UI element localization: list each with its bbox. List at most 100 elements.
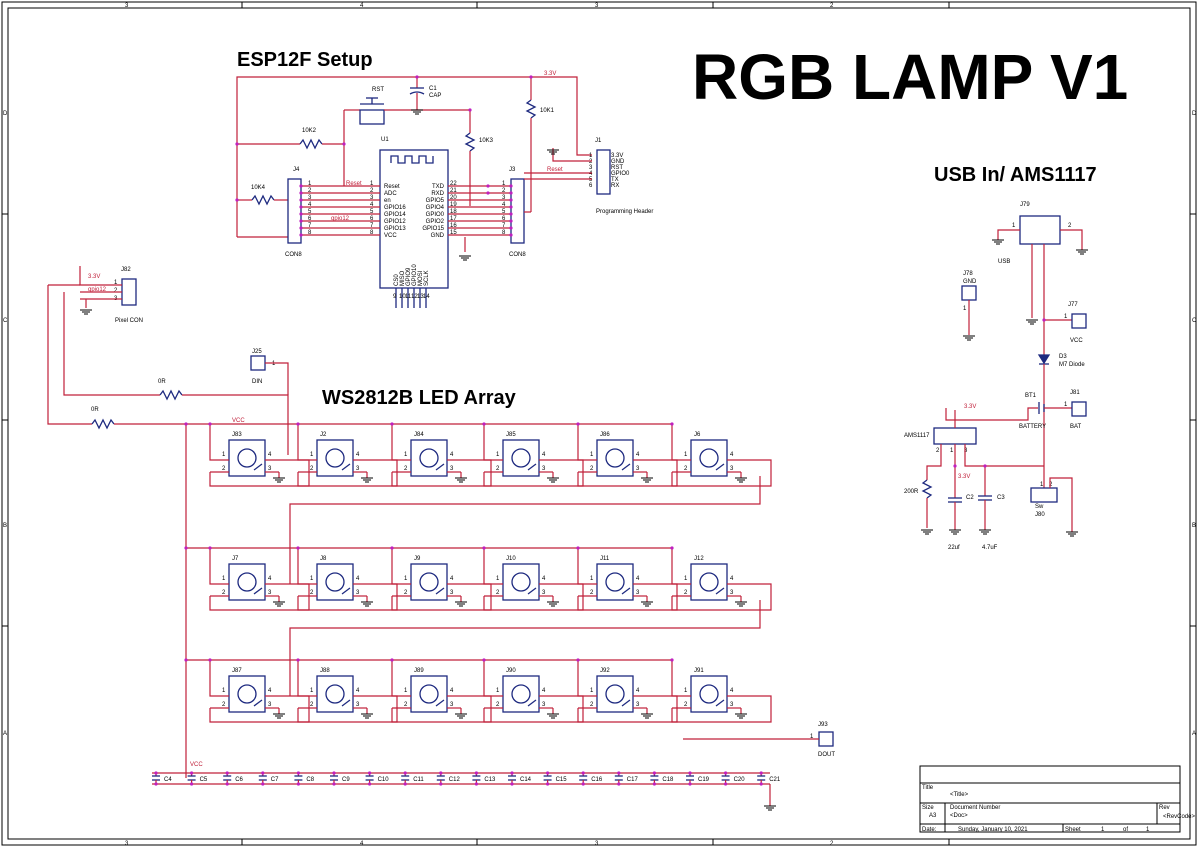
led-pin3-J2: 3 [356, 466, 360, 472]
cap-label-C19: C19 [698, 777, 710, 783]
led-arrow-J84 [435, 463, 445, 471]
led-gnd-J10 [547, 601, 559, 607]
led-pin2-J89: 2 [404, 702, 408, 708]
u1-bottom-pin-num-2: 11 [405, 294, 412, 300]
led-vcc-junction-J87 [208, 658, 212, 662]
led-gnd-J11 [641, 601, 653, 607]
j3-pin-num-0: 1 [502, 181, 506, 187]
led-pin4-J7: 4 [268, 576, 272, 582]
tb-date-label: Date: [922, 827, 937, 833]
cap-junction-bot-C14 [510, 782, 514, 786]
cap-label-C15: C15 [556, 777, 568, 783]
u1-bottom-pin-num-0: 9 [393, 294, 397, 300]
led-pin3-J11: 3 [636, 590, 640, 596]
tb-of-label: of [1123, 827, 1128, 833]
j4-junction-0 [299, 184, 303, 188]
tb-docnum-value: <Doc> [950, 813, 968, 819]
gnd-200r [921, 529, 933, 535]
u1-right-pin-name-0: TXD [432, 184, 445, 190]
led-vin-J88 [297, 660, 317, 697]
cap-C17: C17 [614, 771, 638, 786]
u1-left-pin-num-6: 7 [370, 223, 374, 229]
u1-right-pin-name-1: RXD [431, 191, 444, 197]
cap-junction-bot-C4 [154, 782, 158, 786]
net-3v3-ams: 3.3V [964, 404, 976, 410]
cap-C7: C7 [258, 771, 279, 786]
cap-junction-bot-C10 [368, 782, 372, 786]
j3-junction-0 [509, 184, 513, 188]
led-pin2-J90: 2 [496, 702, 500, 708]
usb-label: USB [998, 259, 1010, 265]
j93-pin: 1 [810, 734, 814, 740]
tb-title-label: Title [922, 785, 934, 791]
cap-label-C5: C5 [200, 777, 208, 783]
j82-pin1: 1 [114, 280, 118, 286]
u1-right-pin-name-7: GND [431, 233, 445, 239]
border-row-c-right: C [1192, 318, 1197, 324]
led-gnd-J89 [455, 713, 467, 719]
pixel-input-section: J82 Pixel CON 1 2 3 3.3V gpio12 0R 0R J2… [47, 266, 289, 455]
j3-junction-7 [509, 233, 513, 237]
usb-junction-adj [953, 464, 957, 468]
led-lens-J9 [419, 572, 439, 592]
j82-label: J82 [121, 267, 131, 273]
u1-left-pin-name-4: GPIO14 [384, 212, 406, 218]
j3-junction-4 [509, 212, 513, 216]
led-pin1-J85: 1 [496, 452, 500, 458]
led-body-J2 [316, 439, 354, 477]
j3-junction-2 [509, 198, 513, 202]
led-pin3-J88: 3 [356, 702, 360, 708]
tb-rev-value: <RevCode> [1163, 814, 1196, 820]
section-led-heading: WS2812B LED Array [322, 387, 517, 409]
led-pin3-J10: 3 [542, 590, 546, 596]
net-3v3-pixel: 3.3V [88, 274, 100, 280]
border-row-d-right: D [1192, 111, 1197, 117]
led-dout-J11 [577, 583, 678, 611]
j77-pin: 1 [1064, 314, 1068, 320]
u1-left-pin-num-2: 3 [370, 195, 374, 201]
c3-value: 4.7uF [982, 545, 998, 551]
led-dout-J88 [297, 695, 398, 723]
section-esp-heading: ESP12F Setup [237, 49, 373, 71]
led-dout-J9 [391, 583, 492, 611]
led-pin4-J11: 4 [636, 576, 640, 582]
u1-left-pin-num-1: 2 [370, 188, 374, 194]
led-dout-J86 [577, 459, 678, 487]
u1-bottom-pin-num-5: 14 [423, 294, 430, 300]
gnd-caps [764, 805, 776, 811]
cap-label-C4: C4 [164, 777, 172, 783]
border-row-d: D [3, 111, 8, 117]
led-vin-J10 [483, 548, 503, 585]
j3-pin-num-3: 4 [502, 202, 506, 208]
gnd-c3 [979, 529, 991, 535]
u1-label: U1 [381, 137, 389, 143]
net-reset-j4: Reset [346, 181, 362, 187]
j1-pin-name-5: RX [611, 183, 619, 189]
led-arrow-J8 [341, 587, 351, 595]
cap-C4: C4 [152, 771, 172, 786]
led-pin2-J85: 2 [496, 466, 500, 472]
led-pin4-J12: 4 [730, 576, 734, 582]
j3-pin-num-5: 6 [502, 216, 506, 222]
led-gnd-J9 [455, 601, 467, 607]
cap-C14: C14 [508, 771, 532, 786]
c1-label: C1 [429, 86, 437, 92]
led-vin-J83 [209, 424, 229, 461]
led-label-J88: J88 [320, 668, 330, 674]
cap-junction-top-C14 [510, 771, 514, 775]
led-pin1-J84: 1 [404, 452, 408, 458]
j1-pin-num-3: 4 [589, 171, 593, 177]
j3-pin-num-4: 5 [502, 209, 506, 215]
cap-junction-bot-C16 [581, 782, 585, 786]
led-vcc-junction-J7 [208, 546, 212, 550]
j77-caption: VCC [1070, 338, 1083, 344]
led-vcc-junction-J8 [296, 546, 300, 550]
led-pin2-J9: 2 [404, 590, 408, 596]
j80-label: J80 [1035, 512, 1045, 518]
